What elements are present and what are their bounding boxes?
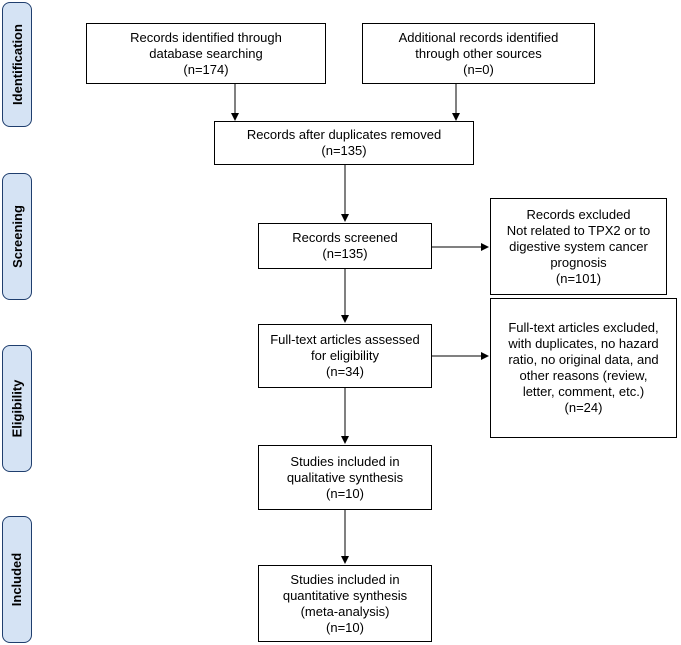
phase-identification: Identification xyxy=(2,2,32,127)
box-line: prognosis xyxy=(550,254,607,270)
box-line: (n=24) xyxy=(564,400,603,415)
box-line: ratio, no original data, and xyxy=(508,352,659,367)
box-line: through other sources xyxy=(415,45,542,61)
box-other-sources: Additional records identified through ot… xyxy=(362,23,595,84)
box-line: (n=34) xyxy=(326,364,364,379)
box-line: Records excluded xyxy=(526,206,631,222)
box-line: letter, comment, etc.) xyxy=(522,384,645,399)
phase-screening: Screening xyxy=(2,173,32,300)
box-line: (n=101) xyxy=(555,270,602,286)
box-fulltext-assessed: Full-text articles assessed for eligibil… xyxy=(258,324,432,388)
box-line: Additional records identified xyxy=(398,29,559,45)
box-line: (n=10) xyxy=(326,485,364,501)
box-line: for eligibility xyxy=(311,348,379,363)
box-line: Records identified through xyxy=(130,29,282,45)
box-line: Not related to TPX2 or to xyxy=(506,222,651,238)
box-line: (n=174) xyxy=(183,61,229,77)
box-line: other reasons (review, xyxy=(519,368,648,383)
box-line: Records screened xyxy=(292,230,398,245)
box-line: Full-text articles assessed xyxy=(270,332,420,347)
box-line: quantitative synthesis xyxy=(282,587,408,603)
box-after-duplicates: Records after duplicates removed (n=135) xyxy=(214,121,474,165)
box-line: Studies included in xyxy=(290,571,400,587)
box-line: (n=135) xyxy=(322,246,368,261)
phase-included: Included xyxy=(2,516,32,643)
box-database-search: Records identified through database sear… xyxy=(86,23,326,84)
box-line: with duplicates, no hazard xyxy=(508,336,659,351)
box-qualitative-synthesis: Studies included in qualitative synthesi… xyxy=(258,445,432,510)
box-line: digestive system cancer xyxy=(509,238,648,254)
box-line: (n=135) xyxy=(321,143,367,158)
box-line: Records after duplicates removed xyxy=(246,127,442,142)
box-line: (n=10) xyxy=(326,619,364,635)
box-line: (n=0) xyxy=(463,61,494,77)
box-records-screened: Records screened (n=135) xyxy=(258,223,432,269)
phase-eligibility: Eligibility xyxy=(2,345,32,472)
box-line: Full-text articles excluded, xyxy=(508,320,659,335)
box-fulltext-excluded: Full-text articles excluded, with duplic… xyxy=(490,298,677,438)
box-quantitative-synthesis: Studies included in quantitative synthes… xyxy=(258,565,432,642)
box-line: qualitative synthesis xyxy=(286,469,404,485)
box-line: database searching xyxy=(149,45,263,61)
box-records-excluded: Records excluded Not related to TPX2 or … xyxy=(490,198,667,295)
box-line: Studies included in xyxy=(290,453,400,469)
box-line: (meta-analysis) xyxy=(300,603,390,619)
